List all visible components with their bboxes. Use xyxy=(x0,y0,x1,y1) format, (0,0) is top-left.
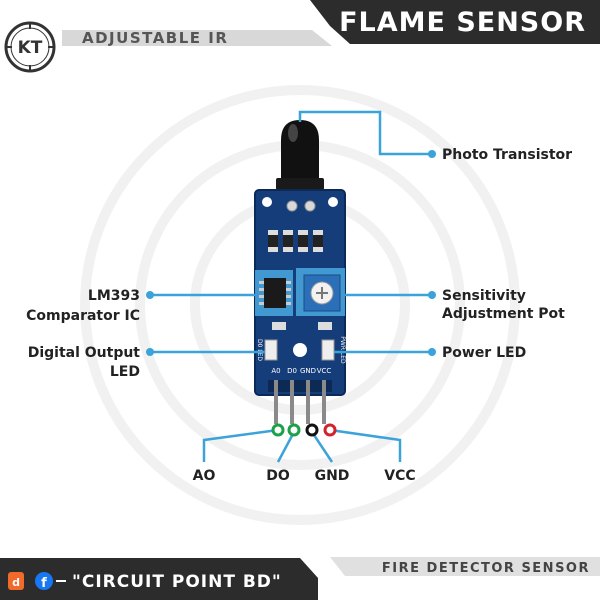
pin-label-ao: AO xyxy=(193,468,216,484)
pin-ring-do xyxy=(287,423,301,437)
footer-brand-bar xyxy=(0,558,318,600)
header-pins xyxy=(274,380,326,424)
logo-text: KT xyxy=(18,38,43,58)
label-power-led: Power LED xyxy=(442,345,526,361)
pin-label-do: DO xyxy=(266,468,290,484)
svg-text:f: f xyxy=(41,576,47,591)
smd-resistors xyxy=(268,230,323,252)
callout-dots xyxy=(146,150,436,356)
power-led xyxy=(321,339,335,361)
callout-labels: Photo Transistor LM393 Comparator IC Sen… xyxy=(26,147,572,380)
pin-silk-labels: A0 D0 GND VCC xyxy=(271,367,331,375)
label-lm393-line2: Comparator IC xyxy=(26,308,140,324)
pin-ring-gnd xyxy=(305,423,319,437)
silk-pwrled: PWR LED xyxy=(339,336,346,364)
pin-rings xyxy=(271,423,337,437)
label-photo-transistor: Photo Transistor xyxy=(442,147,572,163)
footer: FIRE DETECTOR SENSOR "CIRCUIT POINT BD" … xyxy=(0,557,600,600)
silk-pin-a0: A0 xyxy=(271,367,280,375)
label-lm393-line1: LM393 xyxy=(88,288,140,304)
silk-d0led: D0 LED xyxy=(256,339,263,361)
header: FLAME SENSOR ADJUSTABLE IR KT xyxy=(4,0,600,73)
label-sensitivity-line1: Sensitivity xyxy=(442,288,526,304)
label-digital-output-line1: Digital Output xyxy=(28,345,141,361)
digital-output-led xyxy=(264,339,278,361)
sensor-board: D0 LED PWR LED A0 D0 GND VCC xyxy=(254,120,346,424)
silk-pin-d0: D0 xyxy=(287,367,297,375)
header-title-bar xyxy=(310,0,600,44)
shop-icon: d xyxy=(8,572,24,590)
pin-ring-vcc xyxy=(323,423,337,437)
silk-pin-vcc: VCC xyxy=(317,367,332,375)
pin-label-gnd: GND xyxy=(315,468,350,484)
footer-caption-bar xyxy=(330,557,600,576)
header-subtitle-bar xyxy=(62,30,332,46)
label-sensitivity-line2: Adjustment Pot xyxy=(442,306,565,322)
lm393-ic xyxy=(259,278,291,308)
callout-lines xyxy=(150,110,432,463)
header-title: FLAME SENSOR xyxy=(339,7,586,38)
svg-text:d: d xyxy=(12,576,20,589)
pin-labels: AO DO GND VCC xyxy=(193,468,416,484)
facebook-icon: f xyxy=(35,572,53,591)
sensitivity-pot xyxy=(303,274,341,312)
pin-ring-ao xyxy=(271,423,285,437)
silk-pin-gnd: GND xyxy=(300,367,316,375)
header-subtitle: ADJUSTABLE IR xyxy=(82,29,228,47)
footer-brand: "CIRCUIT POINT BD" xyxy=(72,572,282,592)
kt-logo: KT xyxy=(4,21,56,73)
pin-label-vcc: VCC xyxy=(384,468,415,484)
label-digital-output-line2: LED xyxy=(110,364,140,380)
footer-caption: FIRE DETECTOR SENSOR xyxy=(382,561,590,576)
